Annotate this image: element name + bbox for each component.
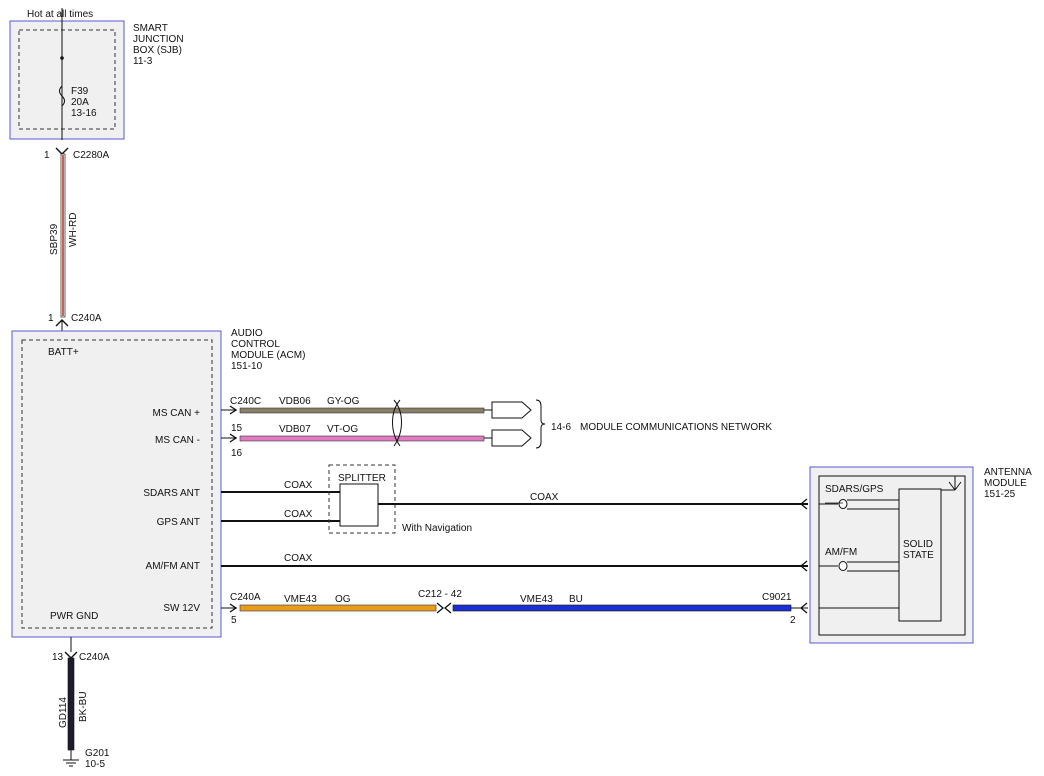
can-minus-pin: 16 xyxy=(231,448,243,459)
c240a-top-name: C240A xyxy=(71,313,102,324)
sw12v-connector-left: C240A xyxy=(230,592,261,603)
splitter-label: SPLITTER xyxy=(338,473,386,484)
sjb-title-2: JUNCTION xyxy=(133,34,184,45)
acm-title-3: MODULE (ACM) xyxy=(231,350,305,361)
antenna-title-3: 151-25 xyxy=(984,489,1016,500)
acm-pin-ms-can-plus: MS CAN + xyxy=(152,408,200,419)
sjb-title-4: 11-3 xyxy=(133,56,153,67)
antenna-title-1: ANTENNA xyxy=(984,467,1032,478)
solid-state-block xyxy=(898,488,942,622)
sjb-title-1: SMART xyxy=(133,23,168,34)
can-plus-color: GY-OG xyxy=(327,396,360,407)
power-label: Hot at all times xyxy=(27,9,93,20)
ground-color: BK-BU xyxy=(78,691,89,722)
antenna-icon xyxy=(948,476,962,491)
sbp39-circuit: SBP39 xyxy=(49,223,60,255)
smart-junction-box: SMART JUNCTION BOX (SJB) 11-3 xyxy=(9,20,184,140)
c2280a-pin: 1 xyxy=(44,150,50,161)
acm-title-2: CONTROL xyxy=(231,339,280,350)
can-network-label: MODULE COMMUNICATIONS NETWORK xyxy=(580,422,772,433)
can-plus-circuit: VDB06 xyxy=(279,396,311,407)
antenna-amfm: AM/FM xyxy=(825,547,857,558)
antenna-sdars-gps: SDARS/GPS xyxy=(825,484,884,495)
fuse-f39: F39 20A 13-16 xyxy=(59,8,97,140)
can-minus-circuit: VDB07 xyxy=(279,424,311,435)
sw12v-circuit: C240A 5 VME43 OG C212 - 42 VME43 BU C902… xyxy=(221,589,808,626)
sw12v-left-circuit: VME43 xyxy=(284,594,317,605)
sbp39-color: WH-RD xyxy=(68,213,79,247)
connector-c240a-top: 1 C240A xyxy=(48,313,102,331)
acm-title-4: 151-10 xyxy=(231,361,263,372)
can-network-ref: 14-6 xyxy=(551,422,571,433)
solid-state-1: SOLID xyxy=(903,539,933,550)
antenna-title-2: MODULE xyxy=(984,478,1027,489)
can-minus-color: VT-OG xyxy=(327,424,358,435)
acm-pin-gps-ant: GPS ANT xyxy=(157,517,200,528)
sjb-title-3: BOX (SJB) xyxy=(133,45,182,56)
ground-icon xyxy=(63,759,79,767)
c2280a-name: C2280A xyxy=(73,150,109,161)
coax-wires: COAX COAX SPLITTER With Navigation COAX … xyxy=(221,464,808,572)
with-navigation-label: With Navigation xyxy=(402,523,472,534)
antenna-module: ANTENNA MODULE 151-25 SOLID STATE SDARS/… xyxy=(809,466,1032,644)
ground-circuit-id: GD114 xyxy=(58,697,69,728)
can-plus-pin: 15 xyxy=(231,423,243,434)
solid-state-2: STATE xyxy=(903,550,934,561)
acm-pin-ms-can-minus: MS CAN - xyxy=(155,435,200,446)
sw12v-right-color: BU xyxy=(569,594,583,605)
c240a-top-pin: 1 xyxy=(48,313,54,324)
sw12v-pin-left: 5 xyxy=(231,615,237,626)
fuse-ref: 13-16 xyxy=(71,108,97,119)
acm-pin-sw12v: SW 12V xyxy=(163,603,200,614)
ground-pin: 13 xyxy=(52,652,64,663)
ground-circuit: 13 C240A GD114 BK-BU G201 10-5 xyxy=(52,637,110,770)
sw12v-right-circuit: VME43 xyxy=(520,594,553,605)
can-connector: C240C xyxy=(230,396,261,407)
fuse-name: F39 xyxy=(71,86,89,97)
wire-sbp39: SBP39 WH-RD xyxy=(49,153,79,318)
splitter-block xyxy=(339,483,379,527)
coax-label-gps: COAX xyxy=(284,509,313,520)
sw12v-left-color: OG xyxy=(335,594,351,605)
sw12v-pin-right: 2 xyxy=(790,615,796,626)
sw12v-connector-right: C9021 xyxy=(762,592,792,603)
fuse-rating: 20A xyxy=(71,97,89,108)
ground-connector: C240A xyxy=(79,652,110,663)
audio-control-module: AUDIO CONTROL MODULE (ACM) 151-10 BATT+ … xyxy=(11,328,305,638)
coax-label-main: COAX xyxy=(530,492,559,503)
ground-ref: 10-5 xyxy=(85,759,105,770)
acm-pin-amfm-ant: AM/FM ANT xyxy=(146,561,200,572)
coax-label-sdars: COAX xyxy=(284,480,313,491)
acm-batt-label: BATT+ xyxy=(48,347,79,358)
acm-pwr-gnd-label: PWR GND xyxy=(50,611,98,622)
connector-c2280a: 1 C2280A xyxy=(44,147,109,161)
coax-label-amfm: COAX xyxy=(284,553,313,564)
sw12v-splice: C212 - 42 xyxy=(418,589,462,600)
acm-pin-sdars-ant: SDARS ANT xyxy=(143,488,200,499)
ground-name: G201 xyxy=(85,748,110,759)
ms-can-wires: C240C 15 16 VDB06 GY-OG VDB07 VT-OG 14-6… xyxy=(221,396,772,459)
splitter-dashed-box xyxy=(328,464,396,534)
acm-title-1: AUDIO xyxy=(231,328,263,339)
